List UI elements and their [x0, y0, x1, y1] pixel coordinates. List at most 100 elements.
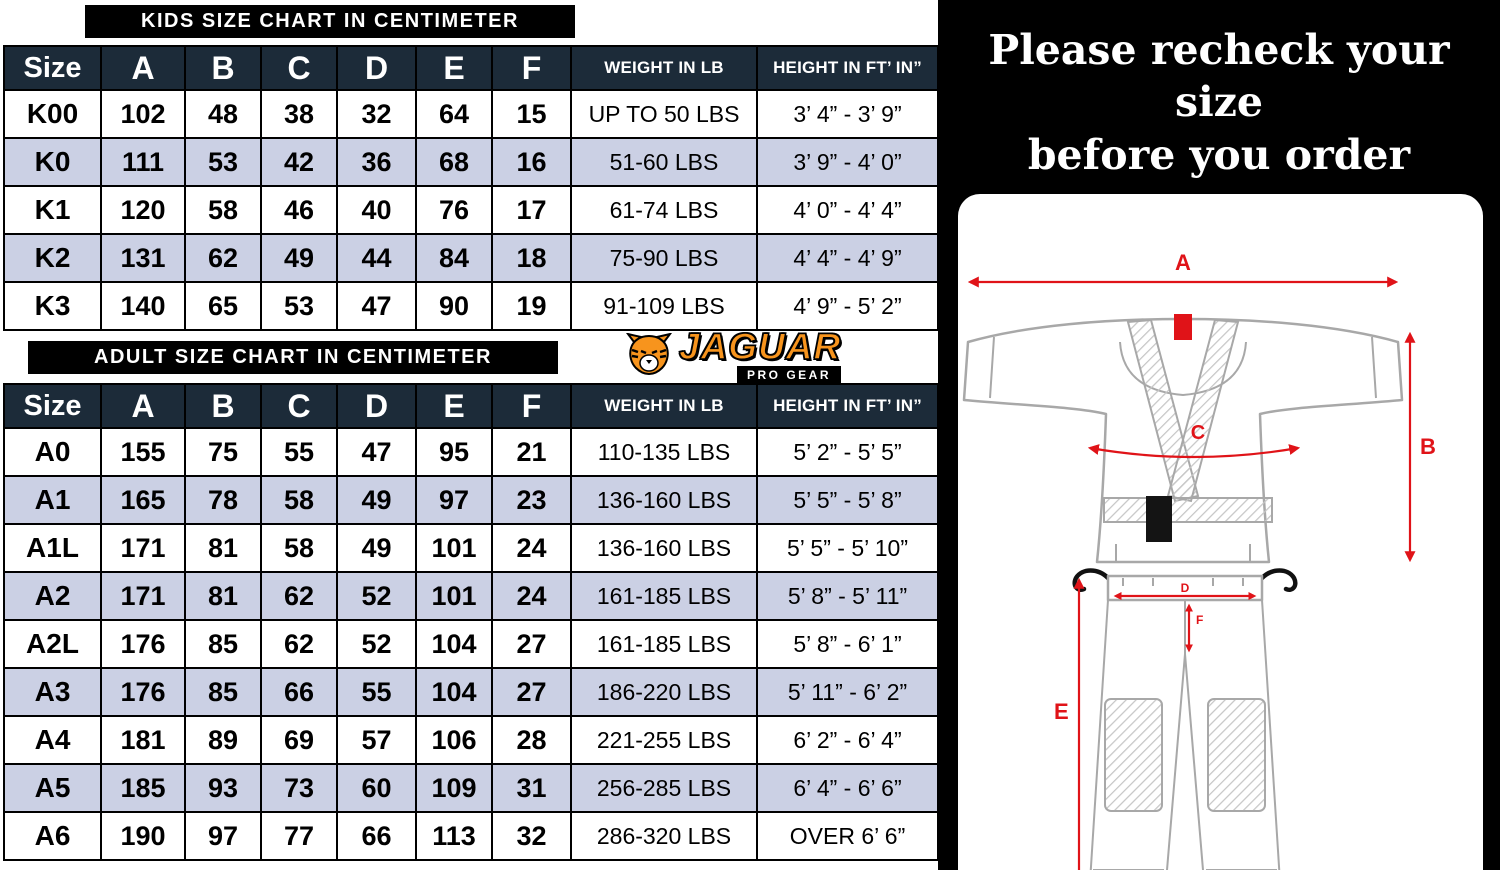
value-cell: 15 — [491, 89, 572, 139]
value-cell: 53 — [260, 281, 338, 331]
value-cell: 171 — [100, 571, 186, 621]
value-cell: 110-135 LBS — [570, 427, 758, 477]
value-cell: 77 — [260, 811, 338, 861]
value-cell: 53 — [184, 137, 262, 187]
value-cell: 36 — [336, 137, 417, 187]
size-cell: A1L — [3, 523, 102, 573]
belt-black-segment — [1146, 496, 1172, 543]
value-cell: 49 — [336, 475, 417, 525]
value-cell: 58 — [260, 523, 338, 573]
value-cell: 52 — [336, 571, 417, 621]
value-cell: 165 — [100, 475, 186, 525]
value-cell: 27 — [491, 667, 572, 717]
value-cell: 27 — [491, 619, 572, 669]
value-cell: 68 — [415, 137, 493, 187]
value-cell: 97 — [184, 811, 262, 861]
value-cell: 62 — [260, 571, 338, 621]
value-cell: 64 — [415, 89, 493, 139]
value-cell: 23 — [491, 475, 572, 525]
column-header: B — [184, 383, 262, 429]
side-vent-marks — [1115, 544, 1251, 563]
size-cell: A5 — [3, 763, 102, 813]
value-cell: 93 — [184, 763, 262, 813]
value-cell: 120 — [100, 185, 186, 235]
value-cell: 161-185 LBS — [570, 619, 758, 669]
value-cell: 46 — [260, 185, 338, 235]
value-cell: 28 — [491, 715, 572, 765]
value-cell: 102 — [100, 89, 186, 139]
jaguar-tiger-icon — [626, 333, 672, 376]
value-cell: 104 — [415, 619, 493, 669]
value-cell: 4’ 0” - 4’ 4” — [756, 185, 939, 235]
sleeve-cuff-seams — [989, 337, 1377, 399]
value-cell: 21 — [491, 427, 572, 477]
value-cell: 84 — [415, 233, 493, 283]
value-cell: 5’ 5” - 5’ 8” — [756, 475, 939, 525]
value-cell: 55 — [336, 667, 417, 717]
value-cell: 89 — [184, 715, 262, 765]
value-cell: 73 — [260, 763, 338, 813]
value-cell: 3’ 9” - 4’ 0” — [756, 137, 939, 187]
value-cell: 57 — [336, 715, 417, 765]
value-cell: 4’ 4” - 4’ 9” — [756, 233, 939, 283]
value-cell: 48 — [184, 89, 262, 139]
measure-label-c: C — [1191, 422, 1205, 444]
value-cell: 81 — [184, 571, 262, 621]
jaguar-logo: JAGUAR PRO GEAR — [626, 325, 842, 384]
value-cell: 4’ 9” - 5’ 2” — [756, 281, 939, 331]
size-cell: K2 — [3, 233, 102, 283]
gi-measurement-diagram: A B C D — [958, 194, 1483, 870]
notice-line-1: Please recheck your size — [988, 26, 1450, 127]
value-cell: 62 — [260, 619, 338, 669]
value-cell: 6’ 2” - 6’ 4” — [756, 715, 939, 765]
column-header: E — [415, 383, 493, 429]
value-cell: 18 — [491, 233, 572, 283]
column-header: Size — [3, 45, 102, 91]
notice-line-2: before you order — [1027, 130, 1411, 179]
value-cell: 104 — [415, 667, 493, 717]
column-header: B — [184, 45, 262, 91]
value-cell: 52 — [336, 619, 417, 669]
value-cell: 101 — [415, 523, 493, 573]
measure-label-e: E — [1054, 699, 1069, 724]
notice-panel: Please recheck your size before you orde… — [938, 0, 1500, 870]
gi-diagram-svg: A B C D — [962, 250, 1436, 870]
value-cell: 5’ 5” - 5’ 10” — [756, 523, 939, 573]
waistband-stitch-marks — [1122, 578, 1244, 587]
adult-chart-header-row: ADULT SIZE CHART IN CENTIMETER JAGUAR PR… — [0, 325, 938, 384]
value-cell: 75 — [184, 427, 262, 477]
value-cell: 49 — [260, 233, 338, 283]
column-header: F — [491, 45, 572, 91]
value-cell: 111 — [100, 137, 186, 187]
size-cell: A3 — [3, 667, 102, 717]
value-cell: 6’ 4” - 6’ 6” — [756, 763, 939, 813]
size-cell: A6 — [3, 811, 102, 861]
value-cell: 66 — [260, 667, 338, 717]
value-cell: 106 — [415, 715, 493, 765]
value-cell: 47 — [336, 427, 417, 477]
column-header: HEIGHT IN FT’ IN” — [756, 45, 939, 91]
chest-seam — [1119, 342, 1247, 397]
column-header: E — [415, 45, 493, 91]
size-cell: K00 — [3, 89, 102, 139]
measure-label-b: B — [1420, 434, 1436, 459]
value-cell: 5’ 8” - 5’ 11” — [756, 571, 939, 621]
value-cell: 75-90 LBS — [570, 233, 758, 283]
value-cell: 171 — [100, 523, 186, 573]
column-header: C — [260, 383, 338, 429]
value-cell: 62 — [184, 233, 262, 283]
value-cell: 5’ 2” - 5’ 5” — [756, 427, 939, 477]
measure-label-a: A — [1175, 250, 1191, 275]
value-cell: 113 — [415, 811, 493, 861]
